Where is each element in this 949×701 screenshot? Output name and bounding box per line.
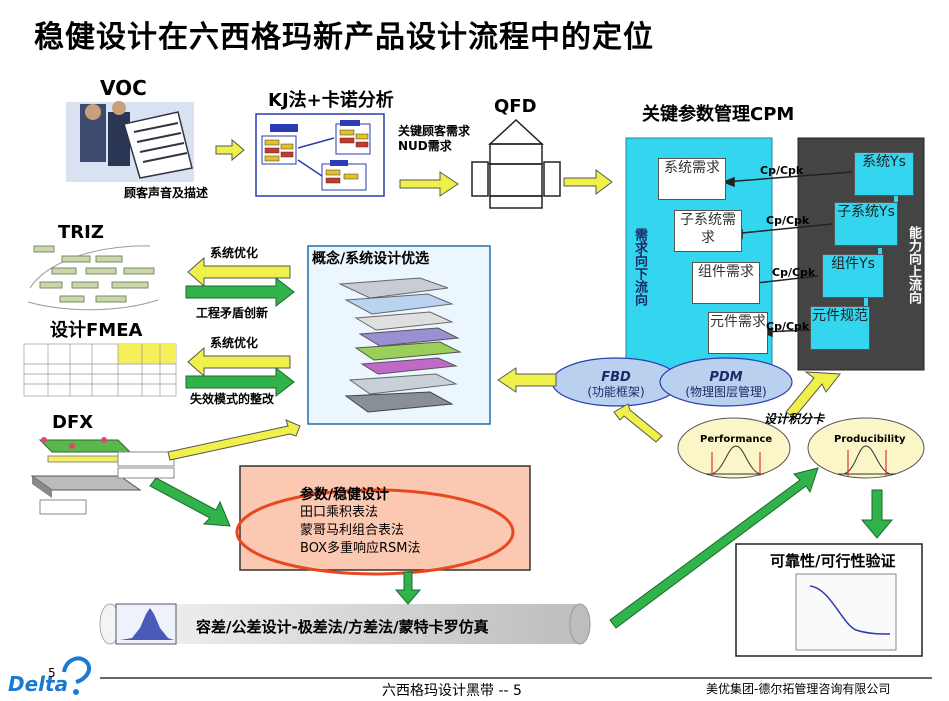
page-title: 稳健设计在六西格玛新产品设计流程中的定位 [34, 20, 654, 55]
delta-logo-graphic [62, 656, 91, 695]
cpm-system-requirement: 系统需求 [658, 158, 726, 200]
robust-item-box-rsm: BOX多重响应RSM法 [300, 541, 421, 556]
triz-label: TRIZ [58, 222, 104, 243]
cpm-subsystem-ys: 子系统Ys [834, 202, 898, 246]
robust-design-box [239, 465, 531, 571]
cpm-subsystem-requirement: 子系统需求 [674, 210, 742, 252]
needs-text: 关键顾客需求 NUD需求 [398, 124, 470, 154]
arrow-label-system-optimization-2: 系统优化 [210, 336, 259, 350]
yellow-arrows [167, 138, 841, 461]
cpm-up-flow-label: 能力向上流向 [906, 226, 921, 304]
cpm-part-spec: 元件规范 [810, 306, 870, 350]
tolerance-cylinder [99, 603, 591, 645]
fmea-label: 设计FMEA [50, 320, 143, 341]
fbd-pdm-graphic [551, 357, 793, 407]
footer-company: 美优集团-德尔拓管理咨询有限公司 [706, 682, 891, 696]
performance-label: Performance [700, 434, 773, 445]
green-arrows [149, 276, 894, 629]
pdm-sub: (物理图层管理) [685, 385, 767, 399]
qfd-house [471, 118, 561, 209]
cpm-part-requirement: 元件需求 [708, 312, 768, 354]
robust-items: 田口乘积表法 蒙哥马利组合表法 BOX多重响应RSM法 [300, 504, 421, 558]
triz-sketch [27, 245, 159, 311]
qfd-label: QFD [494, 96, 537, 117]
pdm-ellipse-text: PDM (物理图层管理) [672, 370, 780, 400]
cpm-down-flow-label: 需求向下流向 [632, 228, 647, 306]
arrow-label-failure-mode: 失效模式的整改 [190, 392, 275, 406]
fbd-ellipse-text: FBD (功能框架) [574, 370, 658, 400]
arrow-label-engineering-conflict: 工程矛盾创新 [196, 306, 269, 320]
kj-diagram [255, 113, 385, 197]
footer-page-number: 5 [48, 666, 56, 680]
robust-item-montgomery: 蒙哥马利组合表法 [300, 523, 405, 538]
voc-picture [66, 101, 194, 182]
verify-label: 可靠性/可行性验证 [770, 552, 896, 570]
voc-caption: 顾客声音及描述 [124, 186, 209, 200]
scorecard-graphic [677, 417, 925, 479]
concept-panel [307, 245, 491, 425]
cpm-link-3: Cp/Cpk [772, 266, 816, 279]
cpm-link-4: Cp/Cpk [766, 320, 810, 333]
arrow-label-system-optimization-1: 系统优化 [210, 246, 259, 260]
pdm-title: PDM [709, 370, 743, 385]
cpm-component-ys: 组件Ys [822, 254, 884, 298]
cpm-system-ys: 系统Ys [854, 152, 914, 196]
fmea-table [23, 343, 177, 397]
needs-line-2: NUD需求 [398, 139, 452, 153]
fbd-title: FBD [601, 370, 631, 385]
cpm-link-2: Cp/Cpk [766, 214, 810, 227]
cpm-component-requirement: 组件需求 [692, 262, 760, 304]
verification-panel [735, 543, 923, 657]
delta-logo-text: Delta [8, 672, 69, 696]
tolerance-label: 容差/公差设计-极差法/方差法/蒙特卡罗仿真 [196, 618, 489, 636]
dfx-label: DFX [52, 412, 94, 433]
cpm-title: 关键参数管理CPM [642, 104, 795, 125]
producibility-label: Producibility [834, 434, 906, 445]
kj-label: KJ法+卡诺分析 [268, 90, 394, 111]
robust-highlight-ellipse [235, 488, 515, 576]
cpm-link-1: Cp/Cpk [760, 164, 804, 177]
fbd-sub: (功能框架) [587, 385, 645, 399]
concept-label: 概念/系统设计优选 [312, 251, 430, 267]
voc-label: VOC [100, 76, 147, 100]
dfx-graphic [30, 437, 175, 515]
needs-line-1: 关键顾客需求 [398, 124, 471, 138]
robust-item-taguchi: 田口乘积表法 [300, 505, 379, 520]
footer-center-text: 六西格玛设计黑带 -- 5 [382, 683, 522, 699]
scorecard-label: 设计积分卡 [764, 412, 825, 426]
robust-title: 参数/稳健设计 [300, 487, 390, 503]
